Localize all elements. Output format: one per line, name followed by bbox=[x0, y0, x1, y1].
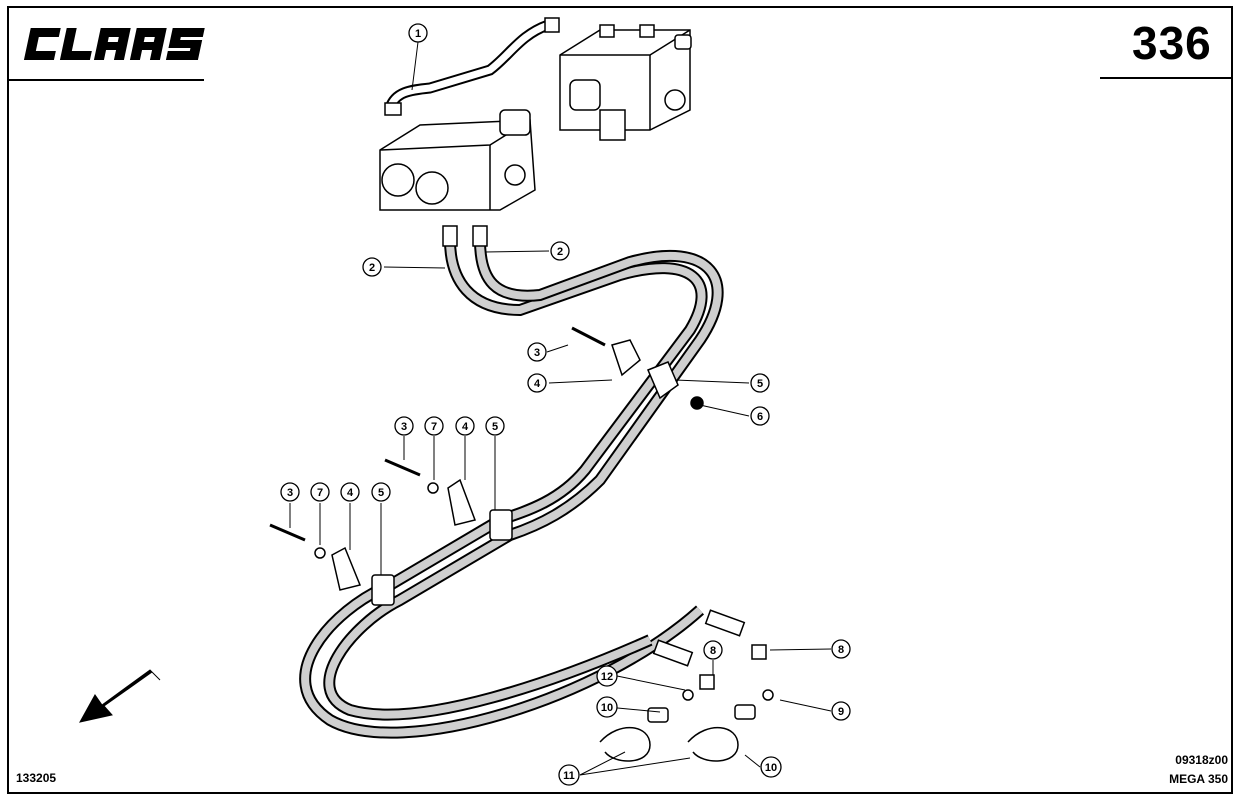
svg-text:8: 8 bbox=[838, 644, 844, 656]
page-number: 336 bbox=[1132, 17, 1212, 69]
svg-text:5: 5 bbox=[757, 378, 763, 390]
hose-1 bbox=[384, 17, 560, 116]
svg-text:10: 10 bbox=[601, 702, 613, 714]
direction-arrow bbox=[79, 669, 161, 723]
svg-text:4: 4 bbox=[534, 378, 541, 390]
callout-4-upper: 4 bbox=[527, 373, 547, 393]
svg-text:7: 7 bbox=[431, 421, 437, 433]
page-frame bbox=[7, 6, 1233, 794]
callout-12: 12 bbox=[596, 665, 618, 687]
header-rule-left bbox=[8, 79, 204, 81]
svg-text:5: 5 bbox=[492, 421, 498, 433]
callout-4-middle: 4 bbox=[455, 416, 475, 436]
leader-lines bbox=[289, 41, 832, 776]
claas-logo bbox=[23, 28, 205, 60]
svg-text:12: 12 bbox=[601, 671, 613, 683]
svg-text:4: 4 bbox=[462, 421, 469, 433]
svg-text:4: 4 bbox=[347, 487, 354, 499]
svg-text:6: 6 bbox=[757, 411, 763, 423]
svg-text:9: 9 bbox=[838, 706, 844, 718]
svg-text:7: 7 bbox=[317, 487, 323, 499]
callout-10-lower: 10 bbox=[760, 756, 782, 778]
clamp-assembly-lower bbox=[269, 523, 395, 606]
callout-3-middle: 3 bbox=[394, 416, 414, 436]
clamp-assembly-upper bbox=[571, 326, 704, 410]
callout-4-lower: 4 bbox=[340, 482, 360, 502]
valve-block-lower bbox=[379, 109, 536, 211]
callout-10-upper: 10 bbox=[596, 696, 618, 718]
callout-7-lower: 7 bbox=[310, 482, 330, 502]
svg-text:10: 10 bbox=[765, 762, 777, 774]
svg-text:2: 2 bbox=[369, 262, 375, 274]
model-name: MEGA 350 bbox=[1169, 772, 1228, 786]
svg-text:2: 2 bbox=[557, 246, 563, 258]
drawing-code: 09318z00 bbox=[1175, 753, 1228, 767]
callout-list: 1 2 2 3 4 5 6 3 7 4 5 3 7 4 5 8 12 8 10 … bbox=[280, 23, 851, 786]
callout-11: 11 bbox=[558, 764, 580, 786]
clamp-assembly-middle bbox=[384, 458, 513, 541]
callout-7-middle: 7 bbox=[424, 416, 444, 436]
callout-9: 9 bbox=[831, 701, 851, 721]
document-number: 133205 bbox=[16, 771, 57, 785]
callout-3-upper: 3 bbox=[527, 342, 547, 362]
callout-5-middle: 5 bbox=[485, 416, 505, 436]
callout-2-left: 2 bbox=[362, 257, 382, 277]
callout-8-right: 8 bbox=[831, 639, 851, 659]
svg-text:8: 8 bbox=[710, 645, 716, 657]
callout-2-right: 2 bbox=[550, 241, 570, 261]
callout-6: 6 bbox=[750, 406, 770, 426]
callout-5-upper: 5 bbox=[750, 373, 770, 393]
svg-text:3: 3 bbox=[401, 421, 407, 433]
hose-2-pair bbox=[299, 225, 724, 739]
valve-block-upper bbox=[559, 24, 692, 141]
callout-1: 1 bbox=[408, 23, 428, 43]
svg-text:5: 5 bbox=[378, 487, 384, 499]
svg-text:3: 3 bbox=[287, 487, 293, 499]
svg-text:3: 3 bbox=[534, 347, 540, 359]
callout-3-lower: 3 bbox=[280, 482, 300, 502]
coupling-assembly bbox=[599, 609, 774, 762]
callout-5-lower: 5 bbox=[371, 482, 391, 502]
header-rule-right bbox=[1100, 77, 1233, 79]
svg-text:1: 1 bbox=[415, 28, 421, 40]
svg-text:11: 11 bbox=[563, 770, 575, 782]
callout-8-left: 8 bbox=[703, 640, 723, 660]
